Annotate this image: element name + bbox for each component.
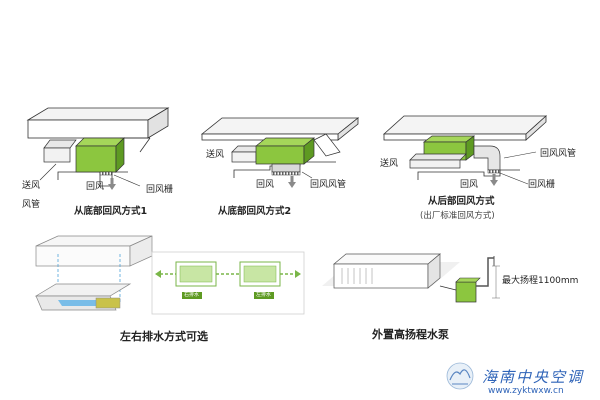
drain-caption: 左右排水方式可选 xyxy=(120,330,208,343)
diagram3-caption: 从后部回风方式 xyxy=(428,196,495,207)
return-grille xyxy=(99,171,113,176)
supply-air-label: 送风 xyxy=(206,150,225,160)
riser-pipe xyxy=(476,257,494,287)
left-drain-tag xyxy=(254,292,274,299)
indoor-unit xyxy=(255,145,305,165)
supply-duct xyxy=(231,151,257,163)
supply-duct-top xyxy=(409,153,467,161)
pump-illustration xyxy=(322,253,500,303)
supply-duct xyxy=(43,147,71,163)
return-air-arrow xyxy=(108,178,116,190)
return-grille xyxy=(487,169,501,174)
return-duct xyxy=(473,145,501,171)
return-air-arrow xyxy=(288,176,296,188)
indoor-unit xyxy=(333,263,429,289)
diagram3-subcaption: (出厂标准回风方式) xyxy=(420,211,495,221)
ceiling-slab-top xyxy=(200,117,360,135)
diagram3-rear-return xyxy=(382,115,548,186)
ceiling-slab-top xyxy=(382,115,548,135)
diagram2-caption: 从底部回风方式2 xyxy=(218,206,292,217)
supply-duct-top xyxy=(43,139,77,149)
indoor-unit xyxy=(75,145,117,173)
duct-label: 风管 xyxy=(22,200,41,210)
pump-caption: 外置高扬程水泵 xyxy=(372,328,449,341)
right-drain-tag-label: 右排水 xyxy=(184,292,200,298)
diagram1-caption: 从底部回风方式1 xyxy=(74,206,148,217)
return-air-arrow xyxy=(490,174,498,186)
drain-arrow-right xyxy=(295,270,301,278)
diagram2-bottom-return-2 xyxy=(200,117,360,188)
ceiling-slab-front xyxy=(27,119,149,139)
left-drain-tag-label: 左排水 xyxy=(256,292,272,298)
max-lift-label: 最大扬程1100mm xyxy=(502,276,579,286)
unit-side xyxy=(115,137,125,173)
water-pump xyxy=(455,281,477,303)
supply-air-label: 送风 xyxy=(22,181,41,191)
ceiling-slab-side xyxy=(147,107,169,139)
unit-side xyxy=(303,137,315,165)
drain-unit-illustration xyxy=(34,235,153,311)
water-tray xyxy=(58,300,100,306)
diagram1-bottom-return-1 xyxy=(26,107,170,190)
return-grille xyxy=(271,171,301,176)
unit-top xyxy=(422,135,476,143)
watermark-name: 海南中央空调 xyxy=(482,368,585,386)
return-duct-label: 回风风管 xyxy=(310,180,347,190)
right-drain-tag xyxy=(182,292,202,299)
drain-block xyxy=(95,297,121,309)
watermark-logo xyxy=(446,362,474,390)
drain-arrow-left xyxy=(155,270,161,278)
return-air-label: 回风 xyxy=(460,180,479,190)
ceiling-slab-top xyxy=(26,107,170,121)
supply-duct xyxy=(409,159,461,169)
drain-direction-panel xyxy=(151,251,305,315)
return-duct xyxy=(271,163,301,173)
watermark-url: www.zyktwxw.cn xyxy=(488,386,564,396)
supply-air-label: 送风 xyxy=(380,159,399,169)
return-air-label: 回风 xyxy=(86,182,105,192)
return-duct-label: 回风风管 xyxy=(540,149,577,159)
return-air-label: 回风 xyxy=(256,180,275,190)
return-grille-label: 回风栅 xyxy=(528,180,556,190)
return-grille-label: 回风栅 xyxy=(146,185,174,195)
